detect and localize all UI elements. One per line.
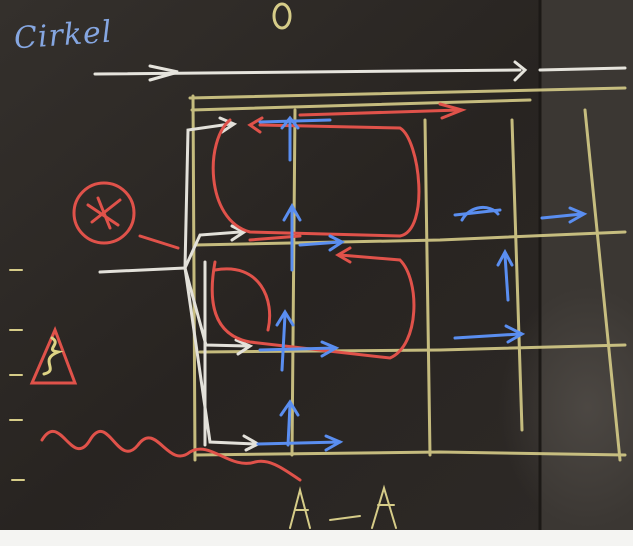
bottom-frame xyxy=(0,530,633,546)
handwritten-label: Cirkel xyxy=(13,15,114,57)
